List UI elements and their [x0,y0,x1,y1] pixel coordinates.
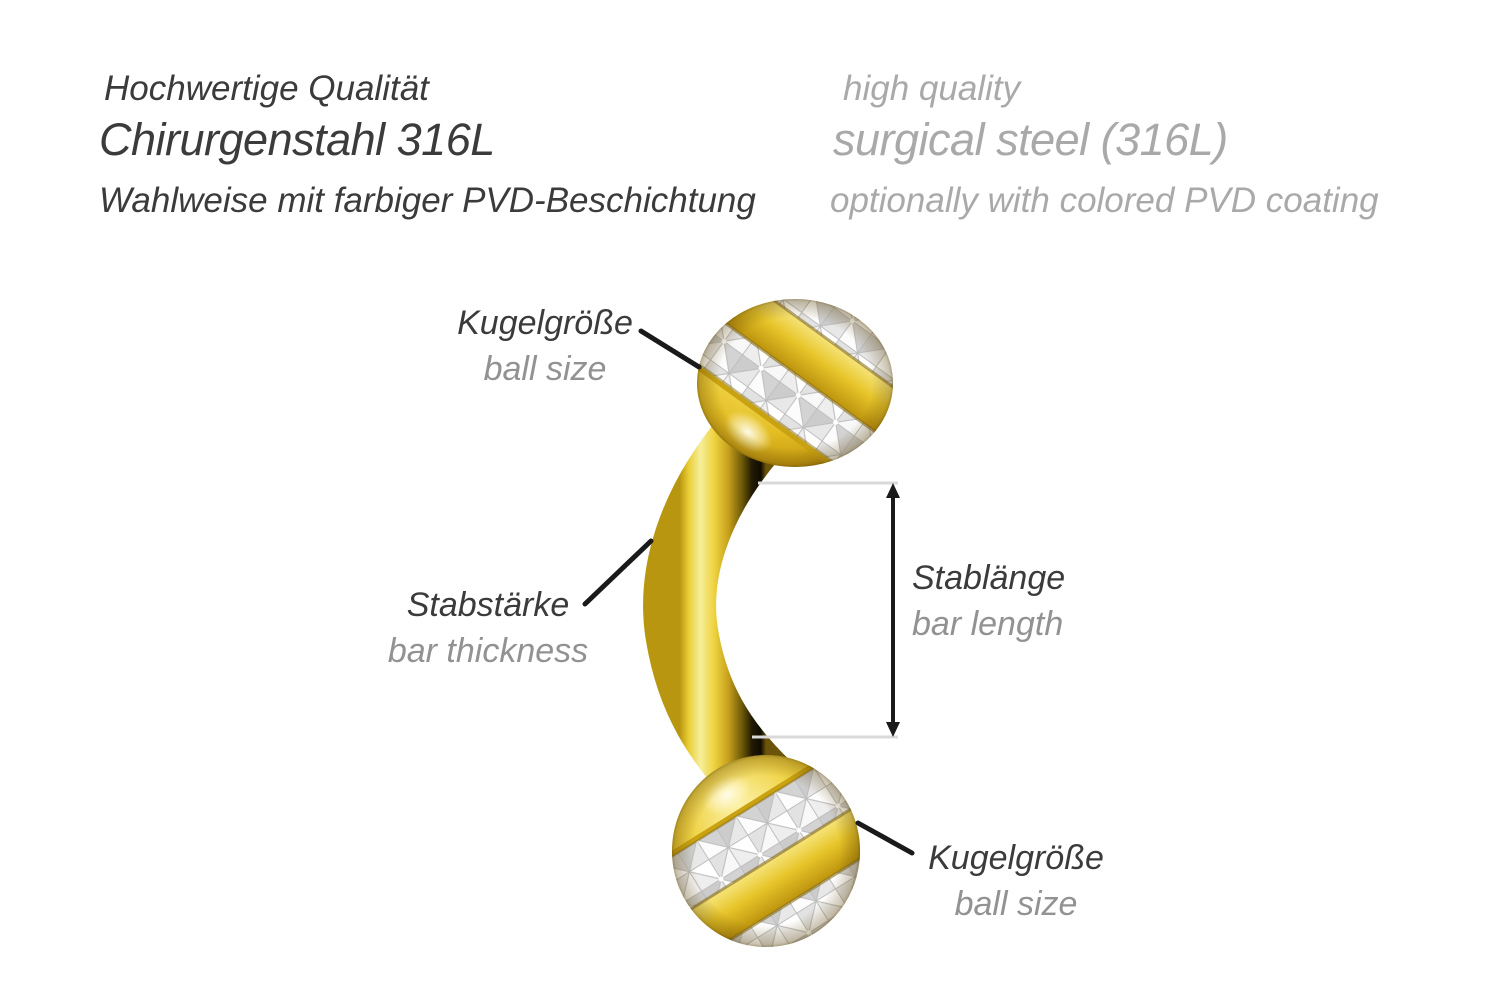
label-ball-size-bottom-de: Kugelgröße [928,839,1104,877]
label-ball-size-top: Kugelgröße ball size [427,306,663,386]
label-ball-size-top-de: Kugelgröße [457,304,633,342]
header-en-quality: high quality [843,69,1021,108]
label-ball-size-top-en: ball size [483,350,607,388]
leader-lines [582,328,915,856]
label-bar-length: Stablänge bar length [912,561,1065,641]
header-en-coating: optionally with colored PVD coating [830,181,1379,220]
label-bar-thickness: Stabstärke bar thickness [363,588,613,668]
header-de-coating: Wahlweise mit farbiger PVD-Beschichtung [99,181,756,220]
leader-ball-size-bottom [855,820,915,856]
leader-bar-thickness [582,538,654,607]
bar-length-dimension [752,481,900,739]
arrow-up-icon [886,483,900,498]
label-ball-size-bottom-en: ball size [954,885,1078,923]
arrow-down-icon [886,722,900,737]
label-ball-size-bottom: Kugelgröße ball size [891,841,1141,921]
curved-bar [643,413,792,815]
label-bar-length-de: Stablänge [912,559,1066,597]
leader-ball-size-top [638,328,702,370]
header-en-material: surgical steel (316L) [833,114,1228,165]
header-de-quality: Hochwertige Qualität [104,69,429,108]
label-bar-thickness-de: Stabstärke [406,586,570,624]
label-bar-thickness-en: bar thickness [387,632,589,670]
label-bar-length-en: bar length [912,605,1064,643]
header-de-material: Chirurgenstahl 316L [99,114,495,165]
